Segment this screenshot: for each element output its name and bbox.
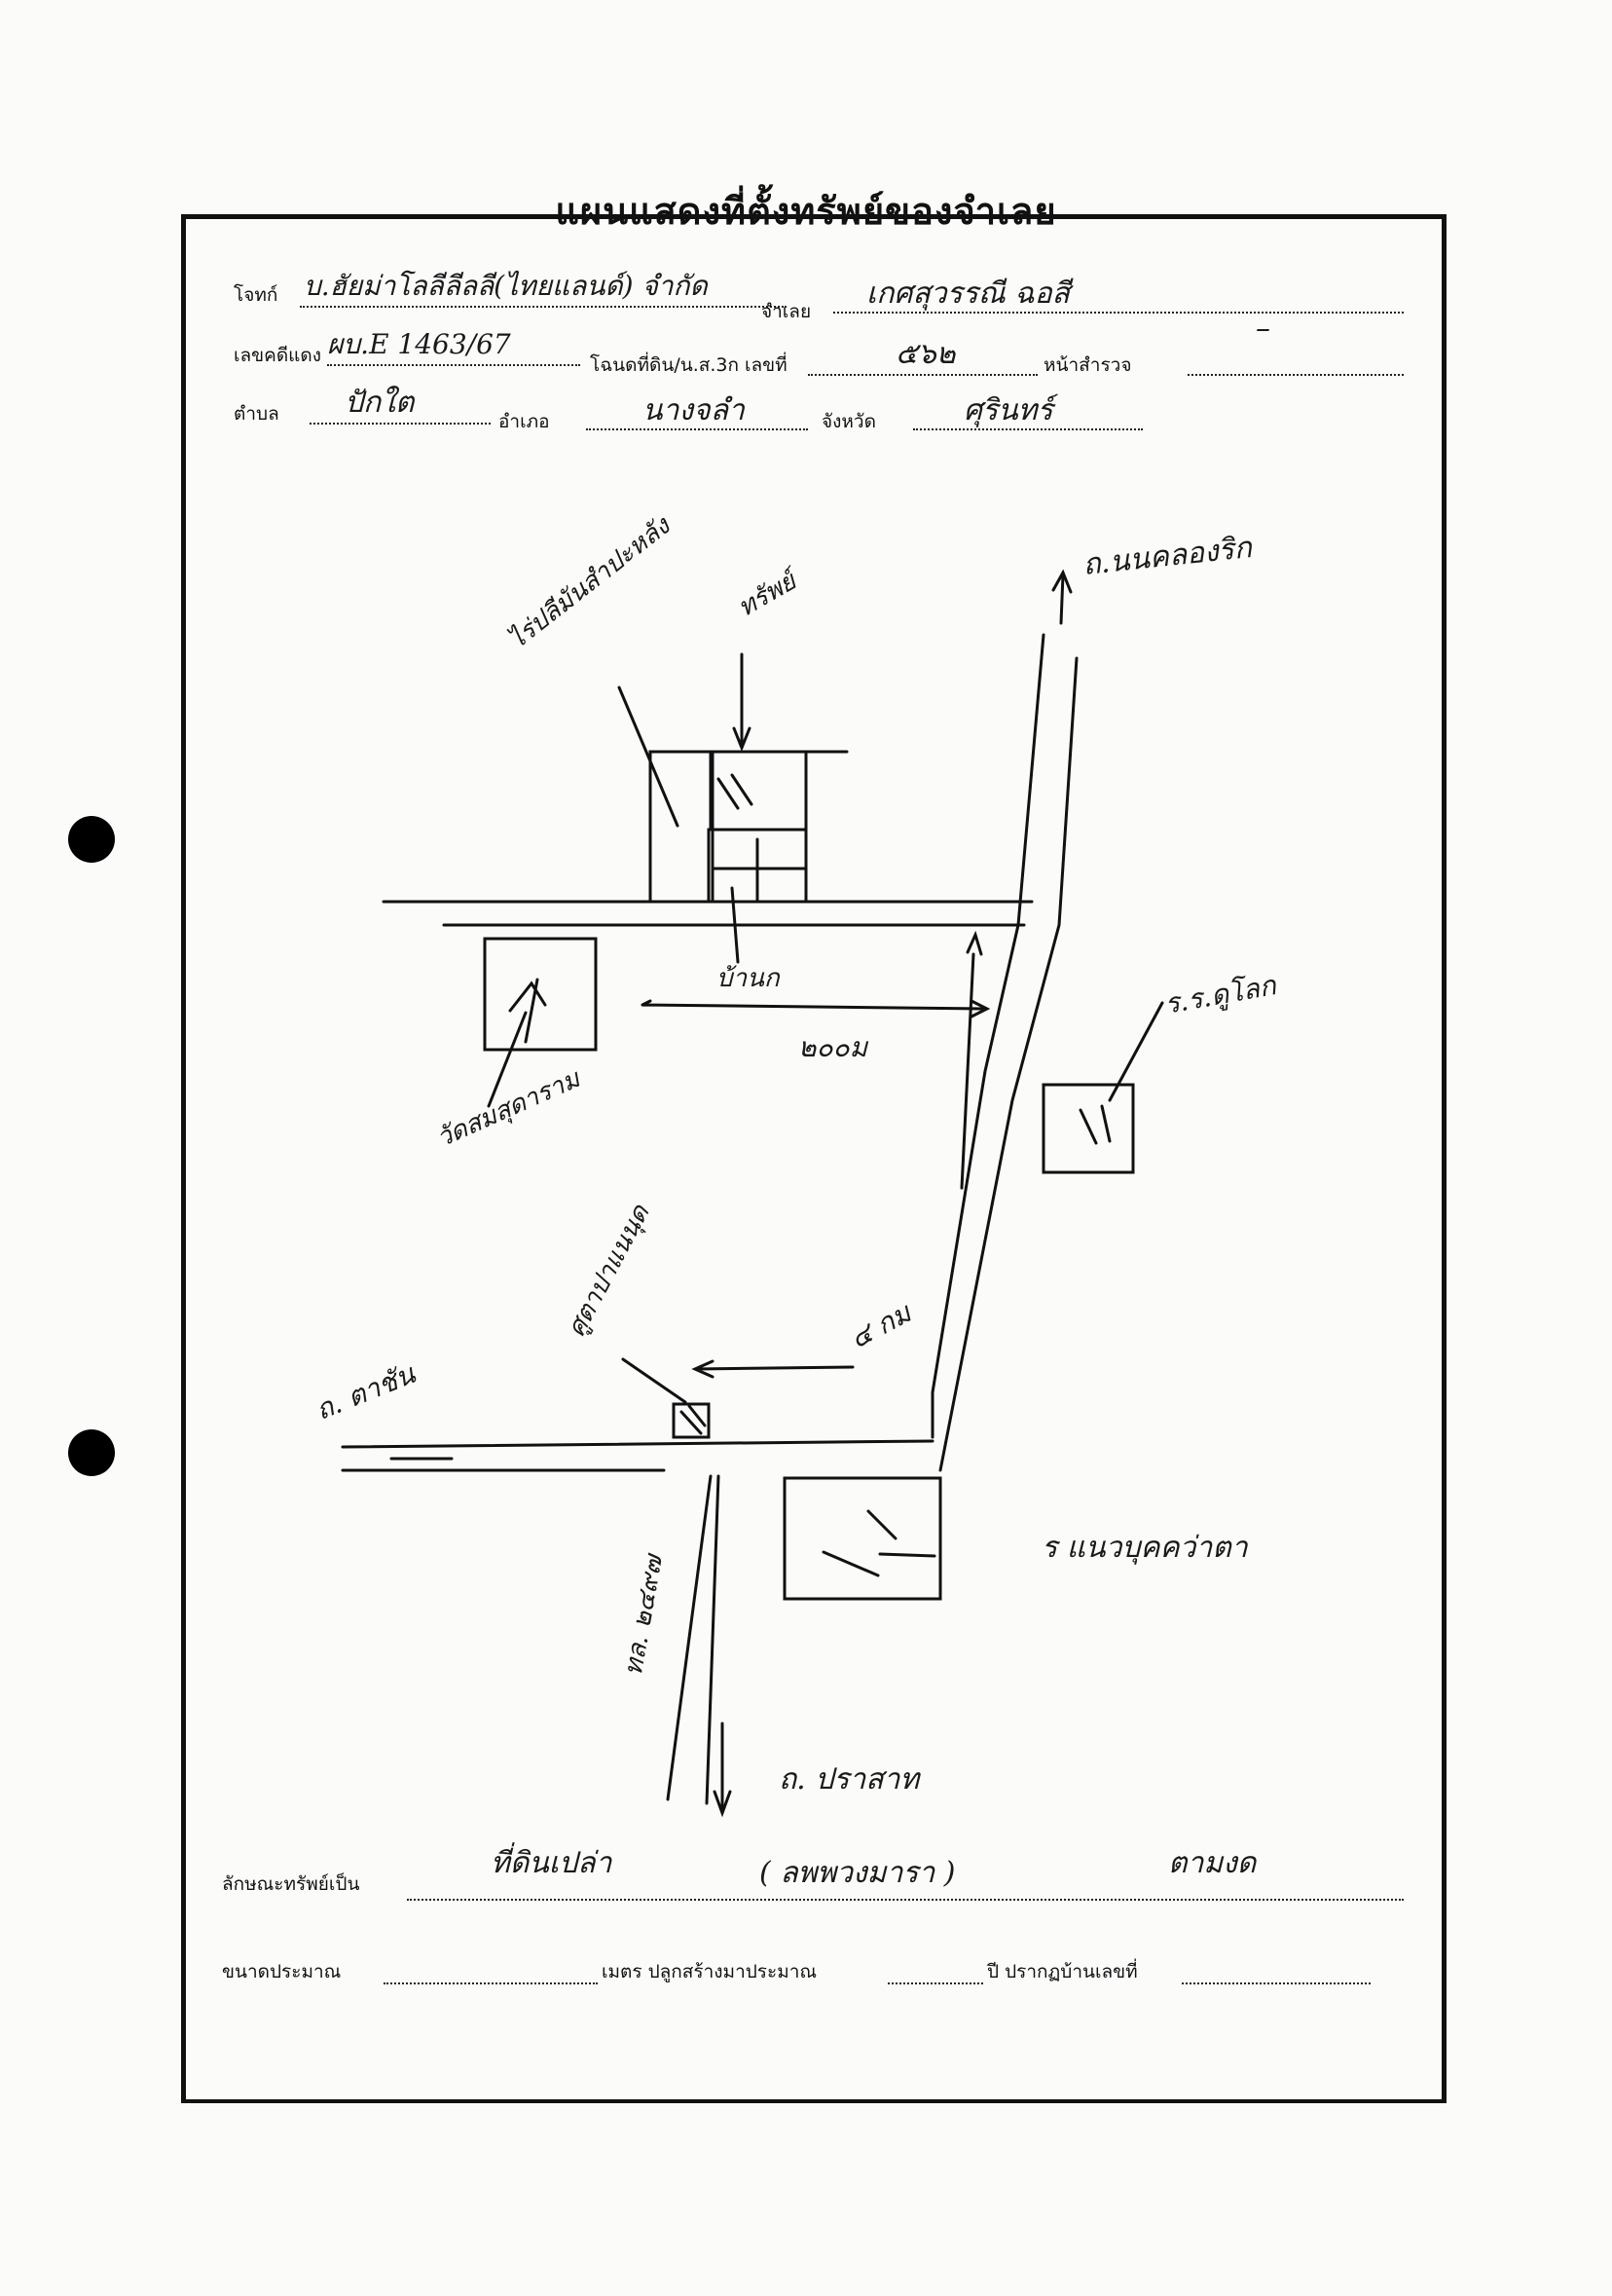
- main-road-right-edge: [938, 656, 1079, 1472]
- plaintiff-value: บ.ฮัยม่าโลลีลีลลี(ไทยแลนด์) จำกัด: [304, 270, 708, 302]
- defendant-value: เกศสุวรรณี ฉอสี: [866, 277, 1070, 311]
- plaintiff-label: โจทก์: [234, 284, 278, 306]
- province-value: ศุรินทร์: [964, 393, 1053, 427]
- leader-building-right: [732, 652, 751, 753]
- size-line: [384, 1982, 598, 1984]
- district-line: [586, 428, 808, 430]
- leader-school: [1108, 1001, 1164, 1102]
- property-type-note: ( ลพพวงมารา ): [759, 1856, 956, 1890]
- defendant-label: จำเลย: [761, 301, 812, 322]
- subdistrict-label: ตำบล: [234, 403, 279, 425]
- leader-shrine: [621, 1357, 687, 1404]
- vertical-road-right: [705, 1474, 720, 1805]
- distance-arrow-vertical: [960, 930, 983, 1190]
- defendant-line: [833, 312, 1404, 314]
- survey-line: [1188, 374, 1404, 376]
- leader-building-left: [617, 685, 679, 828]
- school-mark: [1079, 1104, 1112, 1145]
- property-hatch: [716, 773, 753, 810]
- subdistrict-line: [310, 423, 491, 425]
- vertical-road-arrow: [713, 1722, 732, 1818]
- school-box: [1042, 1083, 1135, 1174]
- red-case-line: [327, 364, 580, 366]
- vertical-road-left: [666, 1474, 713, 1801]
- property-type-extra: ตามงด: [1168, 1846, 1257, 1880]
- survey-label: หน้าสำรวจ: [1044, 354, 1132, 376]
- property-inner: [711, 837, 808, 904]
- label-arrow: บ้านก: [716, 964, 780, 993]
- distance-arrow-4km: [691, 1359, 855, 1379]
- leader-temple: [487, 1011, 528, 1108]
- hospital-box: [783, 1476, 942, 1601]
- property-type-label: ลักษณะทรัพย์เป็น: [222, 1873, 360, 1895]
- district-value: นางจลำ: [642, 393, 745, 427]
- north-arrow: [1051, 569, 1073, 625]
- main-road-left-edge: [931, 633, 1045, 1439]
- leader-arrow-label: [730, 886, 740, 964]
- year-label: ปี ปรากฏบ้านเลขที่: [987, 1961, 1138, 1982]
- punch-hole-bottom: [68, 1429, 115, 1476]
- deed-value: ๕๖๒: [896, 337, 956, 371]
- plaintiff-line: [300, 306, 787, 308]
- label-hospital: ร แนวบุคคว่าตา: [1042, 1531, 1248, 1565]
- distance-arrow-200: [641, 999, 991, 1018]
- form-frame: [181, 214, 1447, 2103]
- red-case-label: เลขคดีแดง: [234, 345, 322, 366]
- temple-box: [483, 937, 598, 1052]
- survey-value: –: [1256, 312, 1270, 346]
- punch-hole-top: [68, 816, 115, 863]
- label-distance-200: ๒๐๐ม: [798, 1031, 868, 1063]
- deed-label: โฉนดที่ดิน/น.ส.3ก เลขที่: [590, 354, 788, 376]
- province-label: จังหวัด: [822, 411, 876, 432]
- temple-mark: [508, 978, 547, 1044]
- lower-road-top: [341, 1439, 934, 1449]
- shrine-box: [672, 1402, 711, 1439]
- house-number-line: [1182, 1982, 1371, 1984]
- property-type-line: [407, 1899, 1404, 1901]
- form-title: แผนแสดงที่ตั้งทรัพย์ของจำเลย: [555, 189, 1057, 233]
- property-block-left: [648, 750, 714, 904]
- size-unit-label: เมตร ปลูกสร้างมาประมาณ: [602, 1961, 818, 1982]
- district-label: อำเภอ: [498, 411, 550, 432]
- shrine-hatch: [679, 1404, 707, 1435]
- size-label: ขนาดประมาณ: [222, 1961, 342, 1982]
- subdistrict-value: ปักใต: [345, 386, 415, 420]
- province-line: [913, 428, 1143, 430]
- label-road-bottom: ถ. ปราสาท: [779, 1762, 920, 1796]
- red-case-value: ผบ.E 1463/67: [327, 328, 511, 360]
- built-years-line: [888, 1982, 983, 1984]
- deed-line: [808, 374, 1038, 376]
- property-type-value: ที่ดินเปล่า: [491, 1846, 612, 1880]
- hospital-mark: [822, 1509, 936, 1577]
